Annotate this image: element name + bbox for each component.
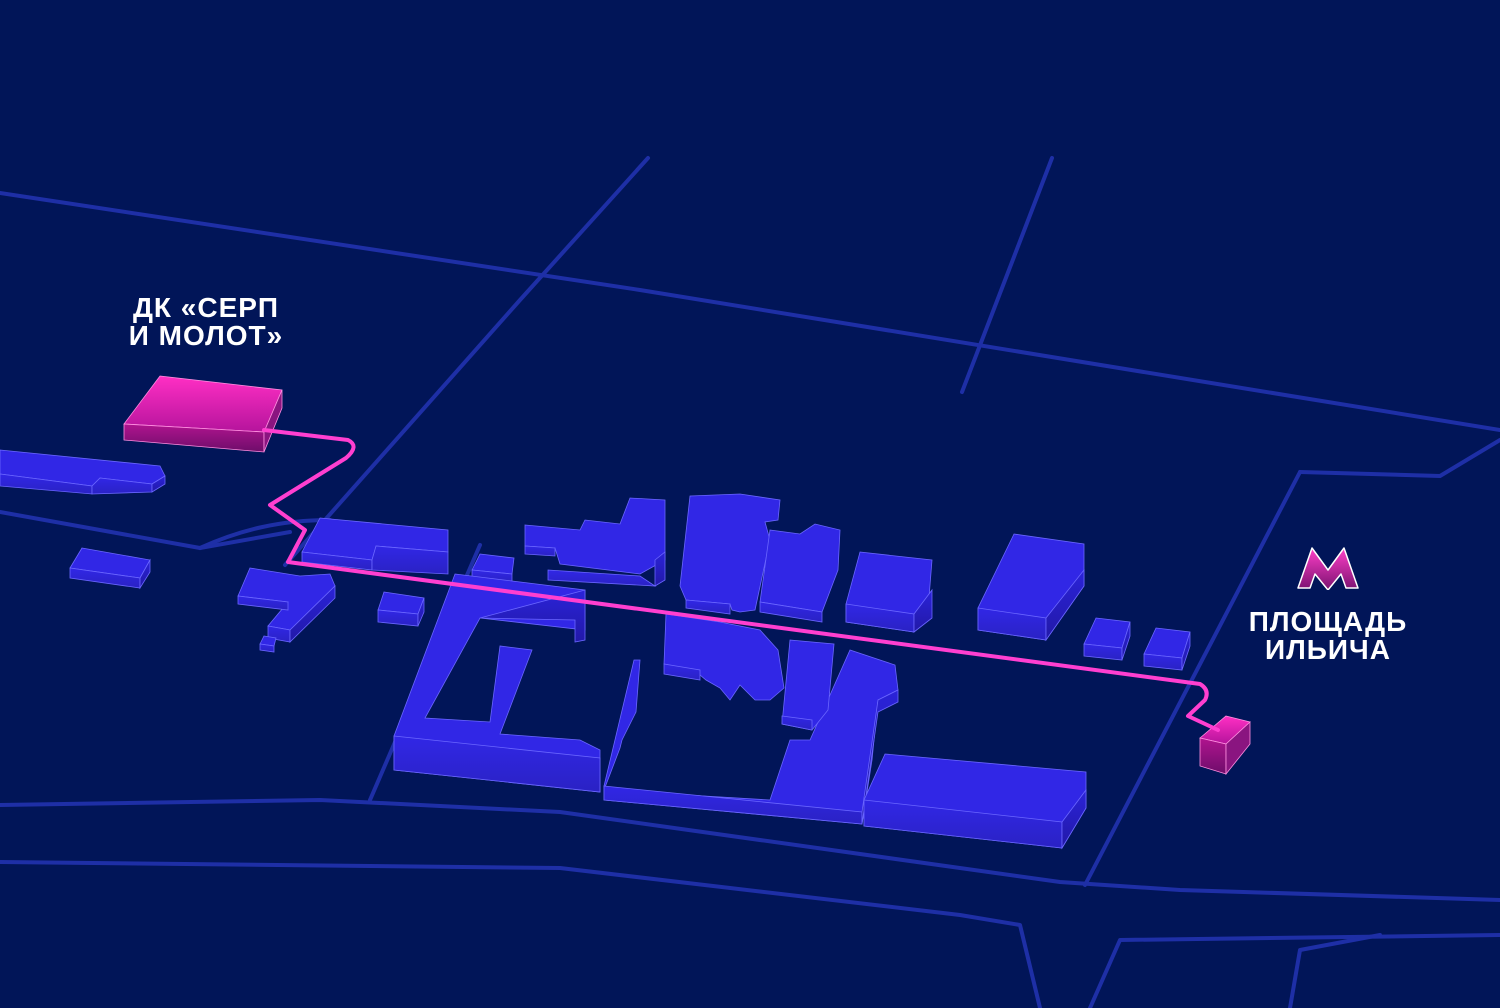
station-entrance-building[interactable] — [1199, 715, 1251, 776]
road — [960, 156, 1054, 394]
venue-label-line2: И МОЛОТ» — [128, 320, 284, 351]
station-label-line2: ИЛЬИЧА — [1265, 634, 1391, 665]
station-label: ПЛОЩАДЬ ИЛЬИЧА — [1215, 608, 1441, 664]
building — [863, 753, 1087, 850]
building — [524, 497, 666, 587]
road — [1298, 438, 1500, 478]
building — [679, 493, 781, 615]
road — [1288, 933, 1382, 1008]
buildings — [0, 449, 1191, 850]
road — [0, 798, 1500, 902]
road — [198, 518, 332, 550]
building — [781, 639, 835, 731]
walking-route — [262, 428, 1220, 732]
road — [1083, 470, 1302, 887]
building — [301, 517, 449, 575]
building — [759, 523, 841, 623]
building — [0, 449, 166, 495]
roads — [0, 156, 1500, 1008]
venue-label-line1: ДК «СЕРП — [132, 292, 280, 323]
road — [0, 191, 1500, 432]
building — [259, 635, 277, 653]
station-label-line1: ПЛОЩАДЬ — [1248, 606, 1408, 637]
road — [283, 156, 650, 567]
building — [237, 567, 336, 643]
building — [377, 591, 425, 627]
building — [393, 573, 601, 793]
building — [1143, 627, 1191, 671]
building — [663, 613, 785, 701]
metro-m-icon — [1297, 547, 1359, 590]
building — [977, 533, 1085, 642]
building — [69, 547, 151, 590]
building — [1083, 617, 1131, 661]
venue-label: ДК «СЕРП И МОЛОТ» — [96, 294, 316, 350]
venue-building[interactable] — [123, 375, 283, 453]
building — [603, 649, 899, 825]
road — [0, 860, 1042, 1008]
building — [845, 551, 933, 633]
